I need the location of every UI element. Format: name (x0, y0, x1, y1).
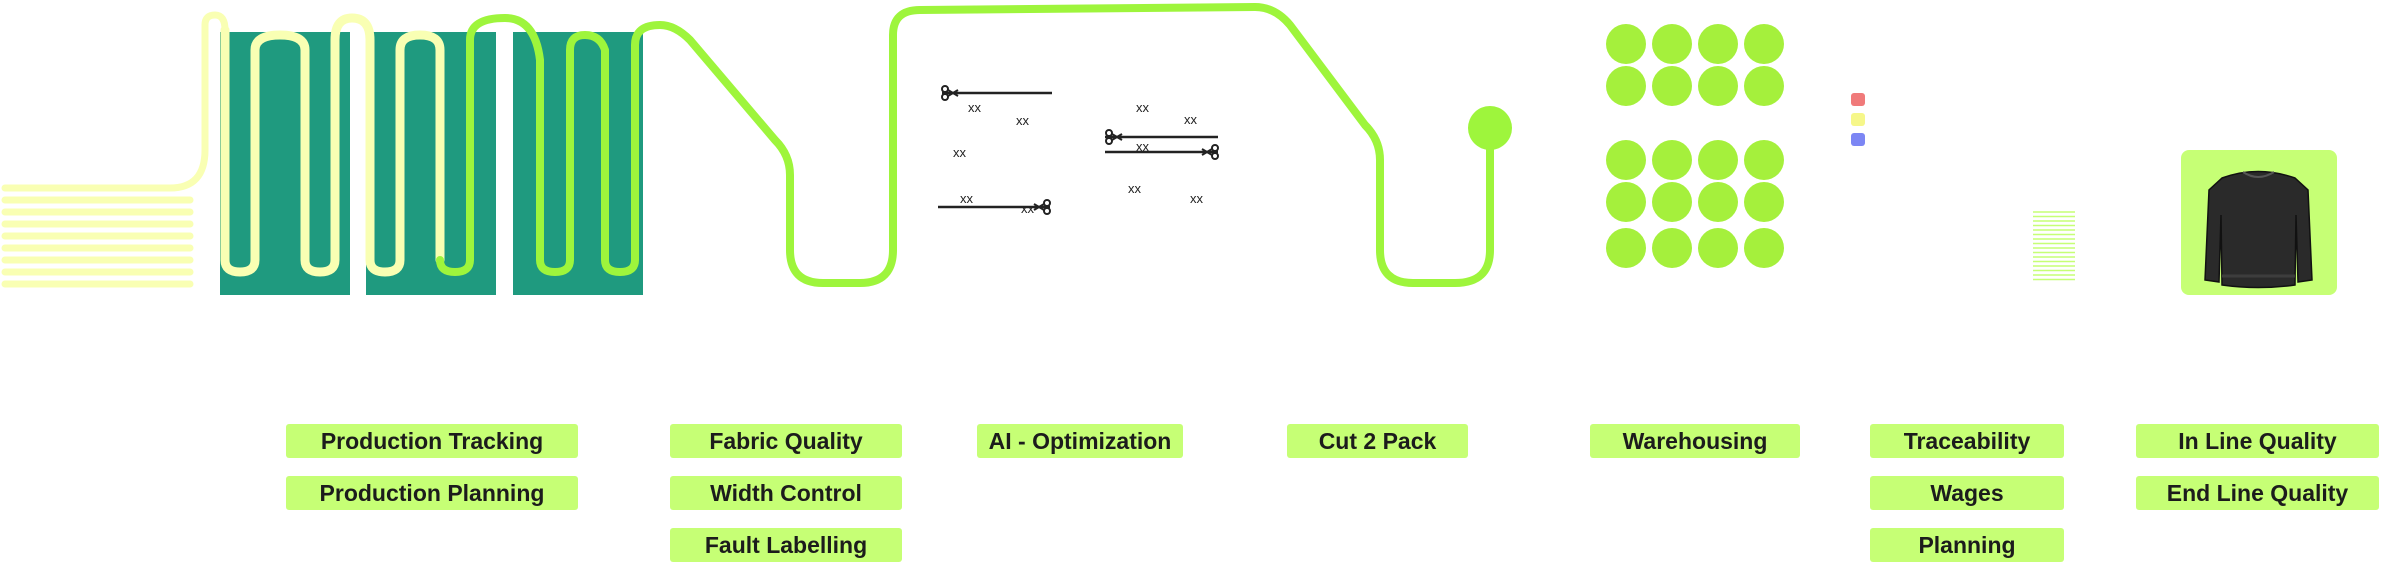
cut-mark: xx (1190, 191, 1204, 206)
scissors-icon (941, 85, 1219, 215)
warehouse-slot (1744, 66, 1784, 106)
cut-mark: xx (1128, 181, 1142, 196)
legend-swatch-red (1851, 93, 1865, 106)
warehouse-slot (1744, 182, 1784, 222)
warehouse-slot (1606, 182, 1646, 222)
warehouse-slot (1652, 228, 1692, 268)
cut-mark: xx (1184, 112, 1198, 127)
legend-swatch-blue (1851, 133, 1865, 146)
label-production-planning[interactable]: Production Planning (286, 476, 578, 510)
warehouse-slot (1698, 24, 1738, 64)
thread-pale (220, 13, 445, 277)
machine-block-2 (366, 32, 496, 295)
warehouse-slot (1606, 228, 1646, 268)
machine-block-1 (220, 32, 350, 295)
legend-swatch-yellow (1851, 113, 1865, 126)
cut-marks: xx xx xx xx xx xx xx xx xx xx (953, 100, 1204, 216)
warehouse-slot (1606, 24, 1646, 64)
thread-green (436, 3, 1494, 287)
warehouse-slot (1744, 228, 1784, 268)
cut-mark: xx (1016, 113, 1030, 128)
thread-end-knob (1468, 106, 1512, 150)
label-ai-optimization[interactable]: AI - Optimization (977, 424, 1183, 458)
warehouse-slot (1606, 140, 1646, 180)
label-cut-2-pack[interactable]: Cut 2 Pack (1287, 424, 1468, 458)
warehouse-grid (1606, 24, 1784, 268)
warehouse-slot (1698, 66, 1738, 106)
warehouse-slot (1652, 182, 1692, 222)
cut-mark: xx (1136, 139, 1150, 154)
warehouse-slot (1606, 66, 1646, 106)
warehouse-slot (1744, 140, 1784, 180)
label-in-line-quality[interactable]: In Line Quality (2136, 424, 2379, 458)
warehouse-slot (1652, 24, 1692, 64)
label-width-control[interactable]: Width Control (670, 476, 902, 510)
label-production-tracking[interactable]: Production Tracking (286, 424, 578, 458)
label-end-line-quality[interactable]: End Line Quality (2136, 476, 2379, 510)
cut-mark: xx (953, 145, 967, 160)
machine-block-3 (513, 32, 643, 295)
label-fabric-quality[interactable]: Fabric Quality (670, 424, 902, 458)
warehouse-slot (1698, 182, 1738, 222)
cutting-layout (938, 91, 1218, 209)
label-fault-labelling[interactable]: Fault Labelling (670, 528, 902, 562)
sweatshirt-icon (2204, 170, 2313, 289)
warehouse-slot (1652, 66, 1692, 106)
label-warehousing[interactable]: Warehousing (1590, 424, 1800, 458)
label-planning[interactable]: Planning (1870, 528, 2064, 562)
cut-mark: xx (1136, 100, 1150, 115)
cut-mark: xx (1021, 201, 1035, 216)
label-wages[interactable]: Wages (1870, 476, 2064, 510)
cut-mark: xx (968, 100, 982, 115)
fabric-roll-icon (1, 11, 229, 288)
warehouse-slot (1698, 140, 1738, 180)
warehouse-slot (1744, 24, 1784, 64)
warehouse-slot (1652, 140, 1692, 180)
warehouse-slot (1698, 228, 1738, 268)
label-traceability[interactable]: Traceability (1870, 424, 2064, 458)
barcode-icon (2033, 211, 2075, 281)
cut-mark: xx (960, 191, 974, 206)
traceability-legend (1851, 93, 1865, 146)
